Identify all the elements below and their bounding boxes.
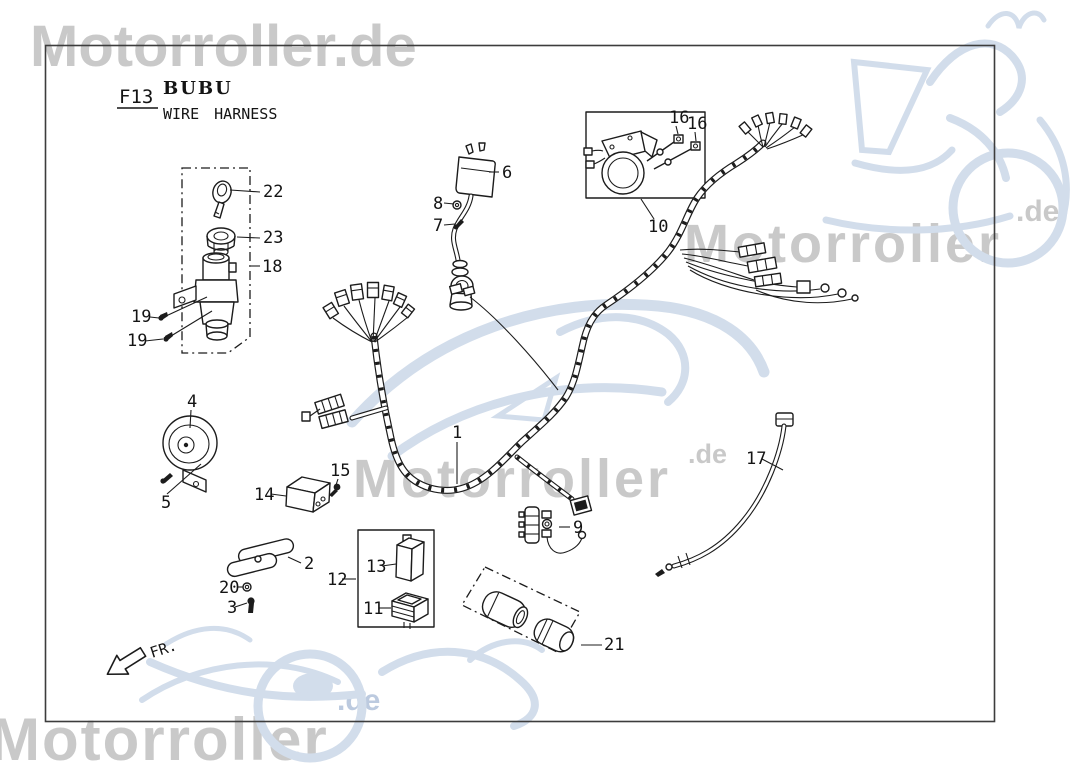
callout-label-23: 23 bbox=[263, 228, 283, 248]
part-20-washer-drawing bbox=[242, 582, 252, 592]
diagram-border bbox=[44, 44, 996, 723]
harness-top-right-fan bbox=[738, 111, 813, 150]
decor-swoosh bbox=[926, 39, 1026, 116]
decor-swoosh bbox=[139, 661, 341, 703]
part-12-box-drawing bbox=[357, 529, 435, 629]
harness-lower-branch bbox=[514, 454, 593, 516]
part-7-bolt-drawing bbox=[453, 219, 464, 230]
part-18-assembly-drawing bbox=[158, 167, 251, 354]
decor-hub bbox=[293, 673, 333, 699]
callout-label-3: 3 bbox=[227, 598, 237, 618]
callout-label-13: 13 bbox=[366, 557, 386, 577]
part-16-nuts-drawing bbox=[673, 134, 701, 151]
decor-swoosh bbox=[146, 658, 366, 701]
decor-wheel bbox=[253, 649, 367, 763]
watermark-center: Motorroller bbox=[353, 449, 671, 509]
callout-label-19b: 19 bbox=[127, 331, 147, 351]
decor-swoosh bbox=[1036, 116, 1070, 224]
callout-label-12: 12 bbox=[327, 570, 347, 590]
decor-swoosh bbox=[163, 626, 253, 647]
part-10-box-drawing bbox=[583, 111, 706, 199]
part-11-relay-drawing bbox=[391, 592, 429, 629]
callout-labels: 1 2 3 4 5 6 7 8 9 10 11 12 13 14 15 16 1… bbox=[127, 108, 766, 655]
decor-swoosh bbox=[822, 212, 1014, 234]
callout-label-22: 22 bbox=[263, 182, 283, 202]
harness-left-branch bbox=[301, 393, 389, 430]
callout-label-19a: 19 bbox=[131, 307, 151, 327]
part-5-screw-drawing bbox=[160, 463, 202, 495]
assembly-box-18 bbox=[181, 167, 251, 354]
callout-label-21: 21 bbox=[604, 635, 624, 655]
callout-label-8: 8 bbox=[433, 194, 443, 214]
harness-left-connector-fan bbox=[322, 281, 416, 343]
watermark-center-suffix: .de bbox=[688, 439, 727, 469]
assembly-box-21 bbox=[461, 566, 581, 653]
harness-stub-connectors bbox=[448, 283, 559, 391]
part-18-lock-drawing bbox=[173, 252, 239, 341]
watermark-bottom: Motorroller bbox=[0, 706, 329, 768]
part-21-box-drawing bbox=[461, 566, 581, 653]
harness-lower-right-bundle bbox=[679, 242, 859, 304]
callout-label-7: 7 bbox=[433, 216, 443, 236]
decor-swoosh bbox=[467, 638, 545, 663]
callout-label-18: 18 bbox=[262, 257, 282, 277]
fr-arrow-shape bbox=[106, 646, 147, 676]
part-2-bracket-drawing bbox=[226, 538, 295, 613]
figure-code: F13 bbox=[119, 86, 153, 108]
fr-direction-arrow: FR. bbox=[106, 636, 179, 676]
part-14-relay-drawing bbox=[285, 476, 341, 513]
callout-label-1: 1 bbox=[452, 423, 462, 443]
callout-label-16b: 16 bbox=[687, 114, 707, 134]
part-19-screws-drawing bbox=[158, 296, 213, 342]
part-15-screw-drawing bbox=[329, 483, 341, 497]
assembly-box-12 bbox=[357, 529, 435, 628]
page-title: WIRE HARNESS bbox=[163, 105, 277, 123]
callout-label-10: 10 bbox=[648, 217, 668, 237]
model-name: BUBU bbox=[163, 78, 233, 99]
callout-label-2: 2 bbox=[304, 554, 314, 574]
part-9-clip-drawing bbox=[518, 506, 587, 554]
watermark-top: Motorroller.de bbox=[30, 14, 417, 79]
part-22-key-drawing bbox=[212, 180, 232, 219]
callout-label-11: 11 bbox=[363, 599, 383, 619]
decor-layer bbox=[139, 10, 1070, 763]
callout-label-20: 20 bbox=[219, 578, 239, 598]
callout-label-17: 17 bbox=[746, 449, 766, 469]
part-8-washer-drawing bbox=[452, 200, 462, 210]
decor-swoosh bbox=[851, 146, 956, 174]
decor-swoosh bbox=[378, 647, 539, 730]
part-13-fuse-drawing bbox=[395, 534, 425, 582]
callout-label-4: 4 bbox=[187, 392, 197, 412]
callout-label-5: 5 bbox=[161, 493, 171, 513]
callout-label-16a: 16 bbox=[669, 108, 689, 128]
decor-swoosh bbox=[346, 298, 770, 428]
fr-label: FR. bbox=[148, 636, 179, 661]
leader-lines bbox=[144, 125, 784, 646]
watermark-layer: Motorroller.de .de Motorroller .de Motor… bbox=[0, 14, 1059, 768]
part-1-harness-drawing bbox=[301, 111, 859, 516]
callout-label-14: 14 bbox=[254, 485, 274, 505]
part-17-cable-drawing bbox=[655, 412, 794, 577]
callout-label-6: 6 bbox=[502, 163, 512, 183]
callout-label-9: 9 bbox=[573, 518, 583, 538]
part-3-screw-drawing bbox=[247, 597, 255, 613]
decor-swoosh bbox=[387, 383, 667, 461]
watermark-right-suffix: .de bbox=[1016, 195, 1059, 228]
title-block: F13 BUBU WIRE HARNESS bbox=[117, 78, 277, 123]
decor-swoosh bbox=[490, 372, 561, 423]
part-23-ring-drawing bbox=[206, 227, 236, 257]
decor-swoosh bbox=[850, 58, 932, 156]
decor-swoosh bbox=[946, 114, 1010, 182]
callout-label-15: 15 bbox=[330, 461, 350, 481]
decor-swoosh bbox=[985, 10, 1047, 29]
part-4-horn-drawing bbox=[160, 415, 218, 495]
